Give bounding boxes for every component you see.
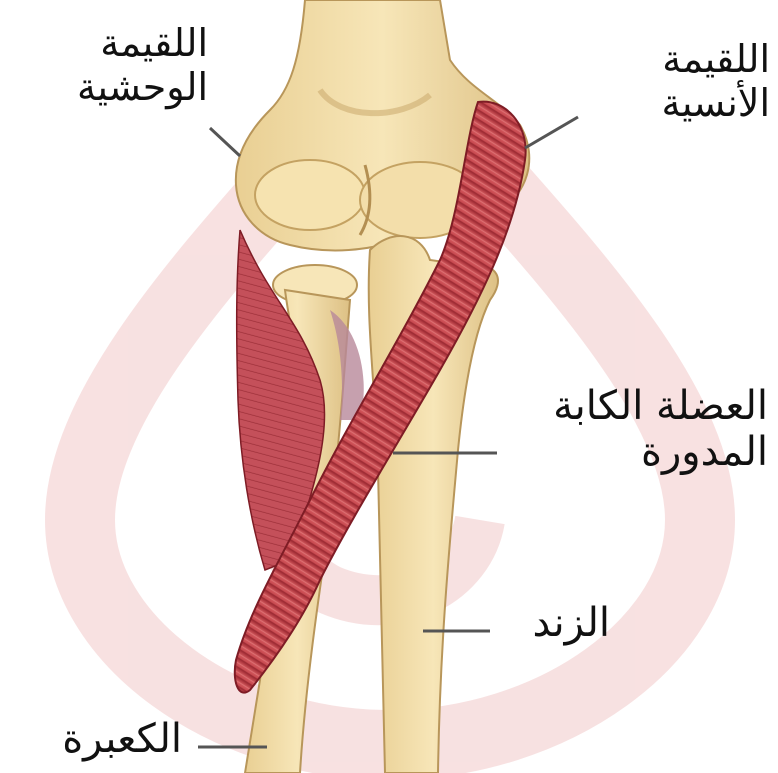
label-lateral-epicondyle: اللقيمة الوحشية (8, 22, 208, 109)
label-medial-epicondyle-line1: اللقيمة (570, 38, 770, 82)
label-medial-epicondyle: اللقيمة الأنسية (570, 38, 770, 125)
label-radius: الكعبرة (22, 716, 182, 762)
label-lateral-epicondyle-line2: الوحشية (8, 66, 208, 110)
label-lateral-epicondyle-line1: اللقيمة (8, 22, 208, 66)
label-pronator-teres: العضلة الكابة المدورة (518, 383, 768, 475)
label-pronator-teres-line2: المدورة (518, 429, 768, 475)
label-ulna: الزند (510, 600, 610, 646)
leader-line-lateral-epicondyle (210, 128, 240, 156)
label-medial-epicondyle-line2: الأنسية (570, 82, 770, 126)
label-pronator-teres-line1: العضلة الكابة (518, 383, 768, 429)
